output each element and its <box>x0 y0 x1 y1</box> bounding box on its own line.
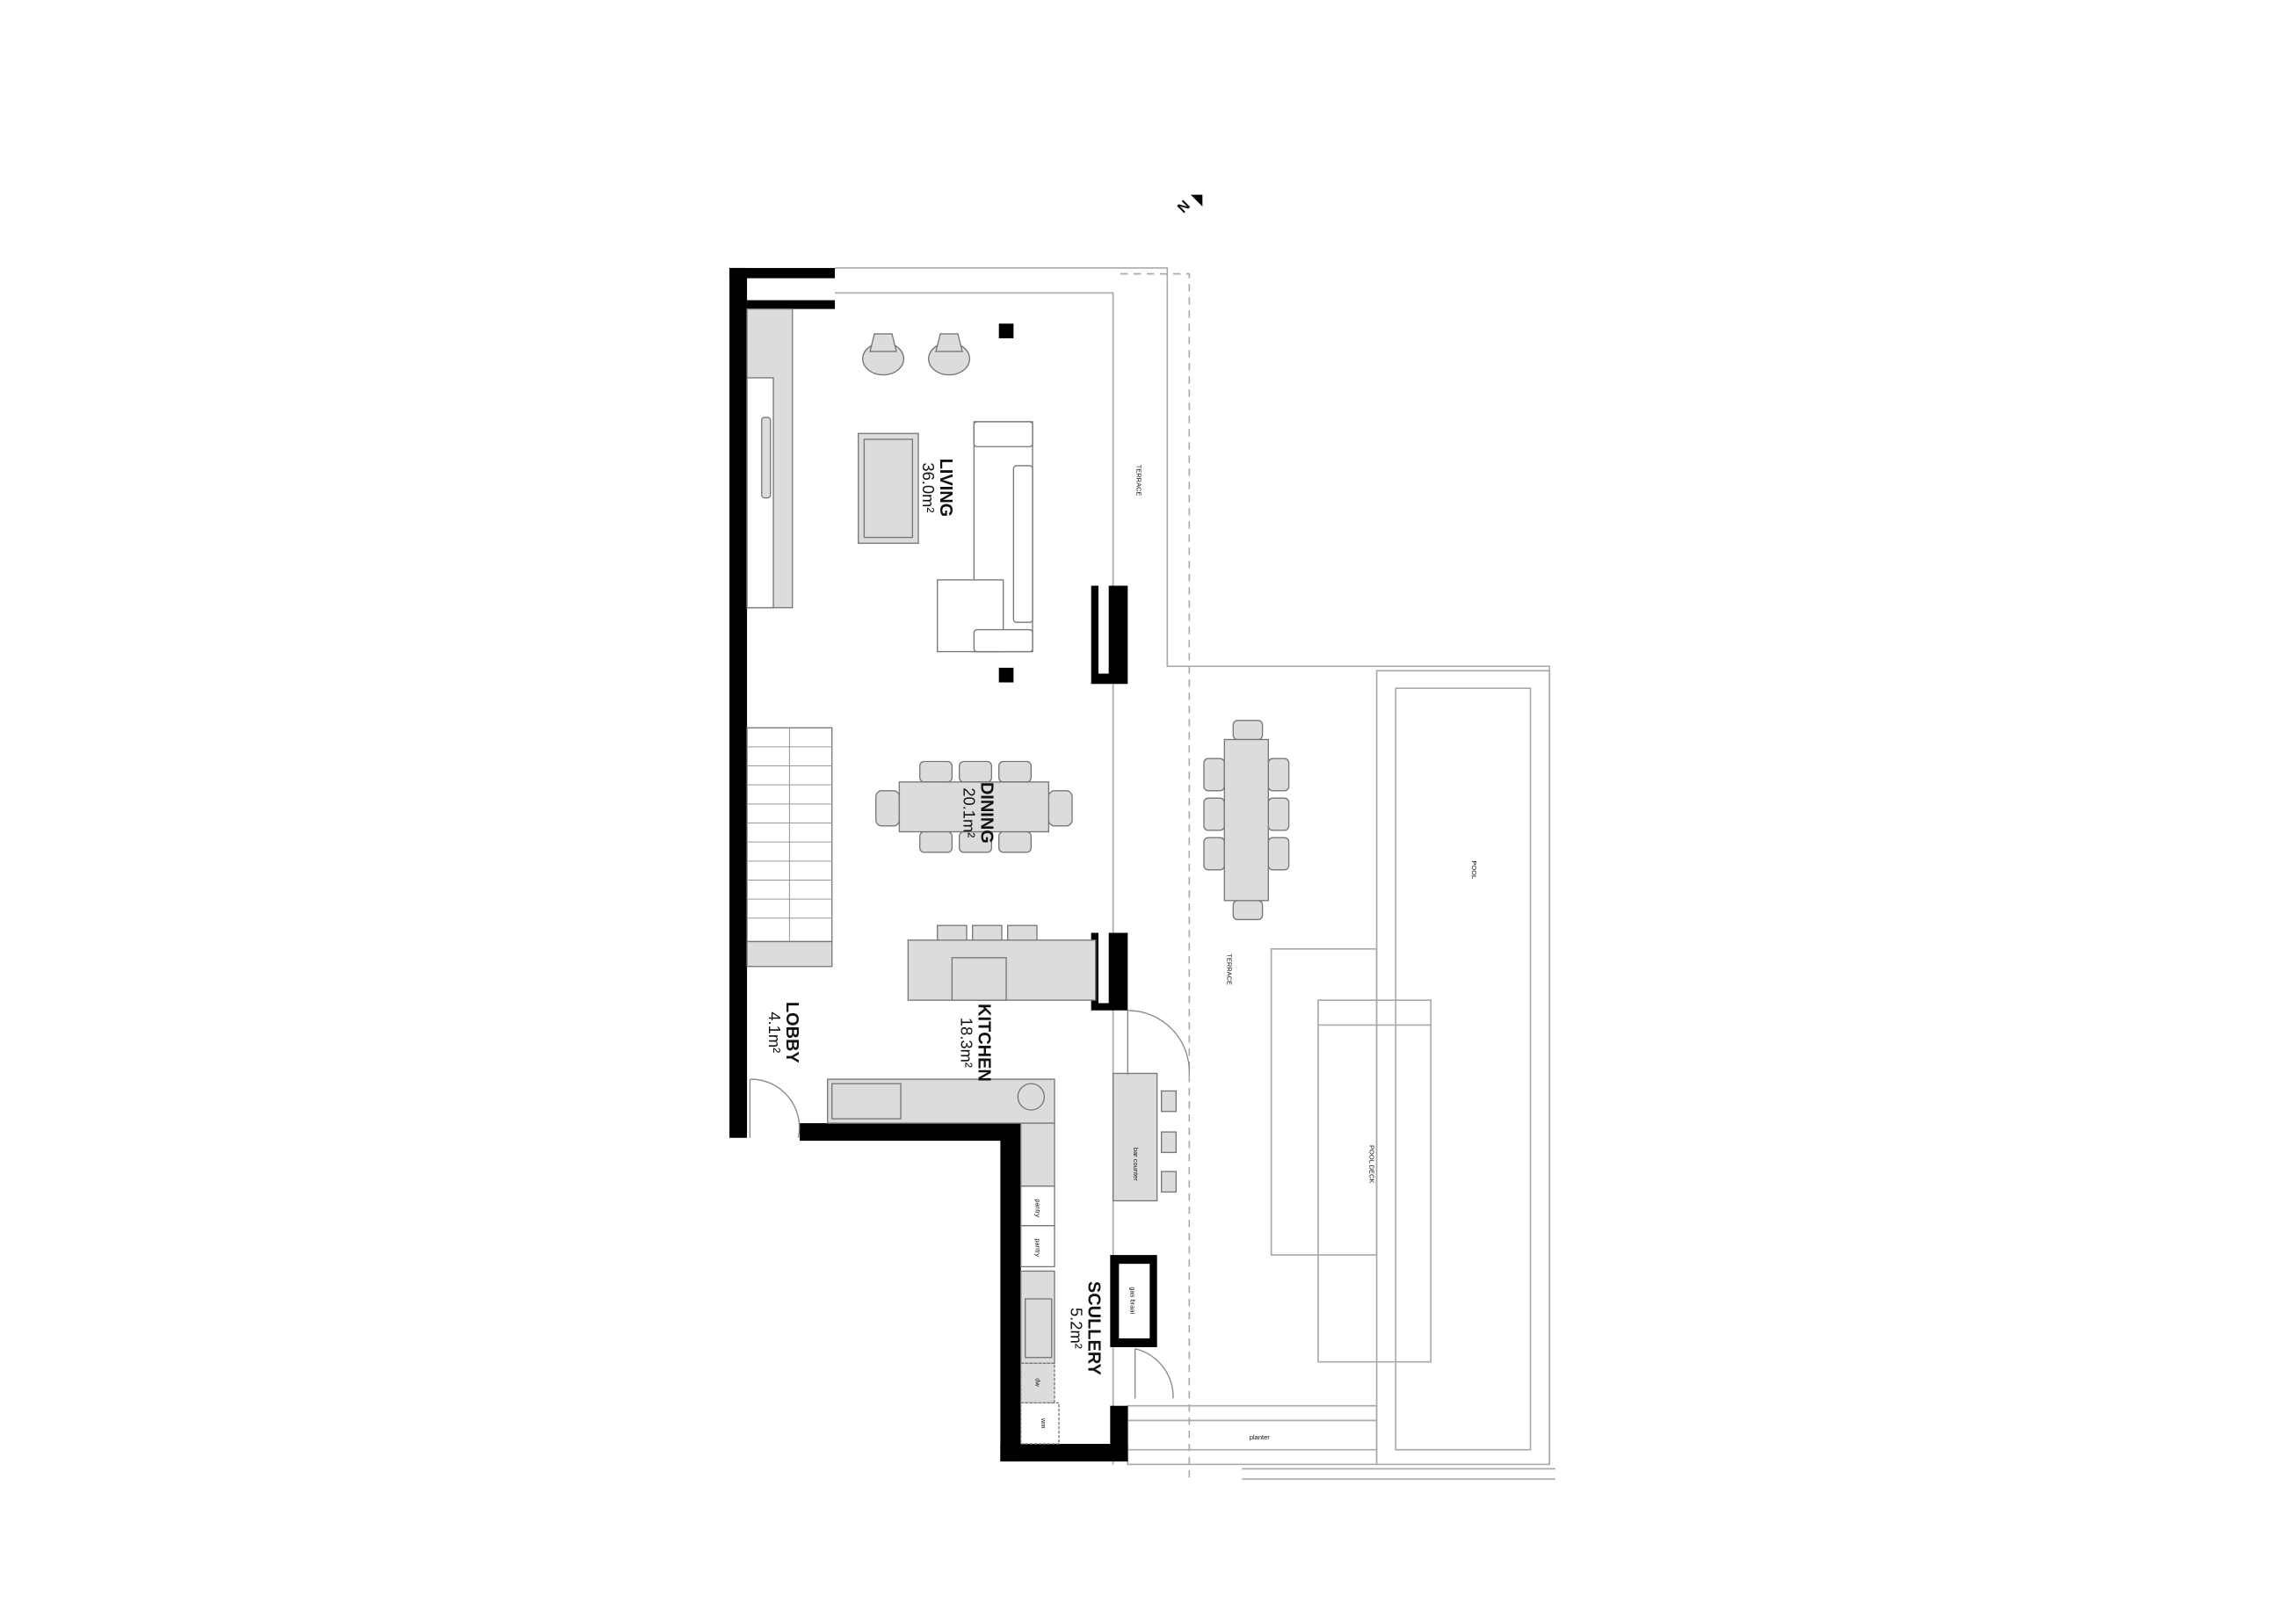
north-arrow-icon: N <box>1174 194 1203 216</box>
room-area-living: 36.0m² <box>919 462 938 512</box>
room-name-scullery: SCULLERY <box>1084 1281 1103 1375</box>
room-name-lobby: LOBBY <box>782 1002 801 1063</box>
dishwasher-label: dw <box>1033 1378 1041 1387</box>
room-name-living: LIVING <box>936 459 955 518</box>
planter-label: planter <box>1250 1433 1270 1441</box>
pool-deck <box>1317 999 1432 1363</box>
pool-label: POOL <box>1470 860 1478 879</box>
terrace-label: TERRACE <box>1134 465 1142 497</box>
armchair <box>862 333 905 376</box>
dining-table <box>875 760 1073 853</box>
doors <box>749 1010 1190 1399</box>
kitchen-island <box>907 924 1097 1001</box>
room-name-kitchen: KITCHEN <box>974 1004 993 1082</box>
living-furniture <box>746 308 1033 653</box>
column <box>998 323 1014 338</box>
pantry-label: pantry <box>1033 1199 1041 1217</box>
walls <box>729 267 1157 1462</box>
room-name-dining: DINING <box>977 782 997 844</box>
room-area-kitchen: 18.3m² <box>957 1018 975 1068</box>
gas-braai-label: gas braai <box>1129 1287 1137 1314</box>
terrace-label: TERRACE <box>1226 953 1234 985</box>
outdoor-dining-table <box>1203 720 1290 921</box>
armchair <box>928 333 971 376</box>
svg-text:N: N <box>1174 197 1193 216</box>
site-outlines <box>835 267 1555 1483</box>
washer-label: wm <box>1040 1417 1047 1429</box>
kitchen-counters <box>827 1072 1177 1445</box>
pantry-label: pantry <box>1033 1238 1041 1257</box>
pool-deck-label: POOL DECK <box>1367 1145 1375 1183</box>
column <box>998 667 1014 683</box>
bar-counter-label: bar counter <box>1132 1148 1140 1181</box>
pool <box>1395 687 1532 1451</box>
room-area-scullery: 5.2m² <box>1067 1308 1085 1349</box>
stairs <box>746 727 833 968</box>
room-area-dining: 20.1m² <box>960 787 979 837</box>
room-area-lobby: 4.1m² <box>765 1011 784 1053</box>
